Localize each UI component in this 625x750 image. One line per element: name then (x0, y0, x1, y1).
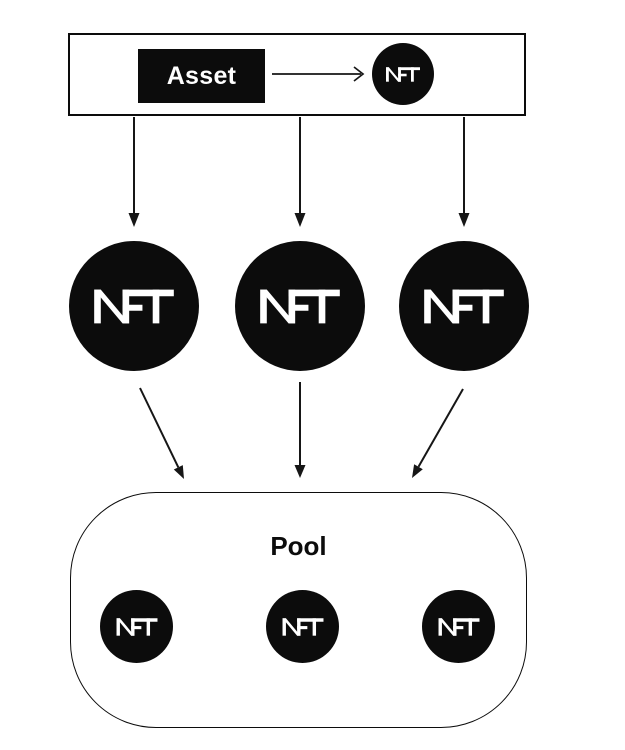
arrow-asset-to-nft-icon (272, 66, 365, 82)
pool-title: Pool (270, 531, 327, 561)
arrow-nft1-to-pool-icon (139, 387, 184, 479)
arrow-nft3-to-pool-icon (412, 388, 464, 478)
nft-token-1: NFT (69, 241, 199, 371)
nft-logo-icon (260, 289, 340, 323)
arrow-frame-to-nft-1-icon (128, 117, 140, 227)
nft-logo-icon (282, 617, 323, 636)
pool-nft-token-2: NFT (266, 590, 339, 663)
nft-logo-icon (94, 289, 174, 323)
arrow-frame-to-nft-3-icon (458, 117, 470, 227)
nft-token-2: NFT (235, 241, 365, 371)
nft-token-3: NFT (399, 241, 529, 371)
nft-logo-icon (424, 289, 504, 323)
pool-nft-token-3: NFT (422, 590, 495, 663)
nft-logo-icon (438, 617, 479, 636)
nft-logo-icon (116, 617, 157, 636)
nft-logo-icon (386, 66, 420, 82)
minting-frame: Asset NFT (68, 33, 526, 116)
asset-box: Asset (138, 49, 265, 103)
arrow-frame-to-nft-2-icon (294, 117, 306, 227)
pool-container: Pool NFT (70, 492, 527, 728)
arrow-nft2-to-pool-icon (294, 382, 306, 478)
pool-nft-token-1: NFT (100, 590, 173, 663)
asset-label: Asset (166, 61, 237, 90)
nft-token-minted: NFT (372, 43, 434, 105)
